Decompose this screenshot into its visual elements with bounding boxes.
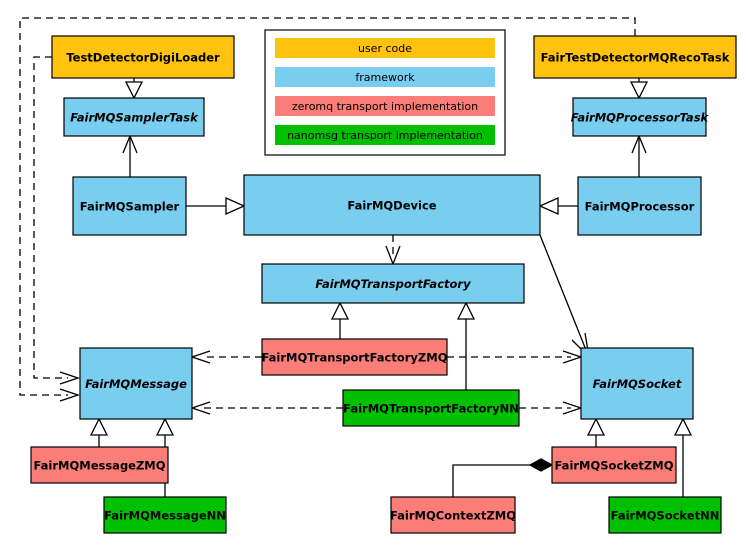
- class-node-FairTestDetectorMQRecoTask[interactable]: FairTestDetectorMQRecoTask: [533, 35, 737, 79]
- edge-factorynn-inherits-factory: [456, 301, 476, 390]
- class-node-FairMQSocketZMQ[interactable]: FairMQSocketZMQ: [551, 446, 677, 484]
- legend-swatch: [275, 38, 495, 58]
- class-node-box[interactable]: [30, 446, 169, 484]
- edge-sampler-inherits-device: [186, 196, 246, 216]
- class-node-box[interactable]: [390, 496, 516, 534]
- edge-device-uses-socket: [539, 234, 590, 359]
- legend-item-3: nanomsg transport implementation: [275, 125, 495, 145]
- edge-socketnn-inherits-socket: [673, 417, 693, 497]
- class-node-TestDetectorDigiLoader[interactable]: TestDetectorDigiLoader: [51, 35, 235, 79]
- class-node-box[interactable]: [103, 496, 227, 534]
- class-node-FairMQSocket[interactable]: FairMQSocket: [580, 347, 694, 420]
- class-node-box[interactable]: [261, 263, 525, 304]
- class-node-FairMQDevice[interactable]: FairMQDevice: [243, 174, 541, 236]
- legend-swatch: [275, 67, 495, 87]
- edge-device-uses-transportfactory: [385, 235, 401, 266]
- legend-item-2: zeromq transport implementation: [275, 96, 495, 116]
- edge-recotask-inherits-processortask: [629, 78, 649, 100]
- class-node-box[interactable]: [551, 446, 677, 484]
- class-node-box[interactable]: [79, 347, 193, 420]
- class-node-box[interactable]: [533, 35, 737, 79]
- class-node-box[interactable]: [342, 389, 520, 427]
- class-node-FairMQSocketNN[interactable]: FairMQSocketNN: [608, 496, 722, 534]
- legend-item-1: framework: [275, 67, 495, 87]
- class-node-box[interactable]: [577, 176, 702, 236]
- class-node-FairMQProcessorTask[interactable]: FairMQProcessorTask: [571, 97, 710, 137]
- legend-swatch: [275, 125, 495, 145]
- class-node-box[interactable]: [72, 176, 187, 236]
- class-node-FairMQContextZMQ[interactable]: FairMQContextZMQ: [390, 496, 516, 534]
- legend-item-0: user code: [275, 38, 495, 58]
- class-node-box[interactable]: [63, 97, 205, 137]
- class-node-FairMQSamplerTask[interactable]: FairMQSamplerTask: [63, 97, 205, 137]
- class-node-FairMQTransportFactory[interactable]: FairMQTransportFactory: [261, 263, 525, 304]
- class-node-box[interactable]: [580, 347, 694, 420]
- class-node-FairMQSampler[interactable]: FairMQSampler: [72, 176, 187, 236]
- edges-layer: [19, 17, 693, 497]
- edge-factoryzmq-creates-message: [189, 350, 262, 364]
- class-node-FairMQTransportFactoryZMQ[interactable]: FairMQTransportFactoryZMQ: [261, 338, 448, 376]
- edge-socketzmq-inherits-socket: [586, 417, 606, 447]
- edge-factoryzmq-inherits-factory: [330, 301, 350, 339]
- edge-factorynn-creates-socket: [519, 401, 584, 415]
- edge-processor-inherits-device: [538, 196, 578, 216]
- class-node-box[interactable]: [261, 338, 448, 376]
- color-legend: user code framework zeromq transport imple…: [264, 29, 506, 156]
- edge-digiloader-uses-message: [33, 56, 81, 385]
- class-node-FairMQMessage[interactable]: FairMQMessage: [79, 347, 193, 420]
- class-node-FairMQMessageNN[interactable]: FairMQMessageNN: [103, 496, 227, 534]
- class-node-box[interactable]: [608, 496, 722, 534]
- edge-socketzmq-composes-contextzmq: [452, 458, 554, 497]
- edge-processor-inherits-processortask: [631, 134, 647, 177]
- edge-recotask-uses-message: [19, 17, 636, 402]
- edge-messagezmq-inherits-message: [89, 417, 109, 447]
- class-node-FairMQTransportFactoryNN[interactable]: FairMQTransportFactoryNN: [342, 389, 520, 427]
- edge-sampler-inherits-samplertask: [122, 134, 138, 177]
- edge-factorynn-creates-message: [189, 401, 343, 415]
- edge-digiloader-inherits-samplertask: [124, 78, 144, 100]
- class-node-box[interactable]: [243, 174, 541, 236]
- class-node-box[interactable]: [51, 35, 235, 79]
- legend-swatch: [275, 96, 495, 116]
- class-node-box[interactable]: [572, 97, 707, 137]
- edge-factoryzmq-creates-socket: [447, 350, 584, 364]
- class-node-FairMQMessageZMQ[interactable]: FairMQMessageZMQ: [30, 446, 169, 484]
- class-node-FairMQProcessor[interactable]: FairMQProcessor: [577, 176, 702, 236]
